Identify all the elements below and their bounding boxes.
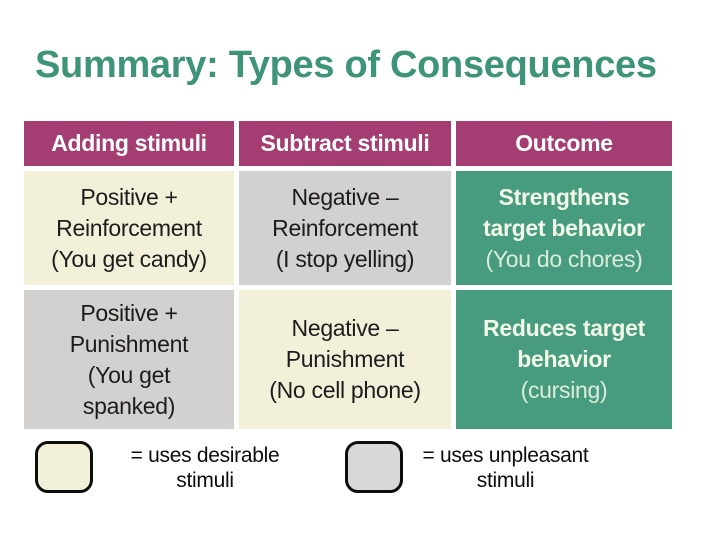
legend-line: = uses desirable xyxy=(130,444,280,467)
desirable-legend-label: = uses desirable stimuli xyxy=(110,443,300,493)
cell-line: (You get candy) xyxy=(51,245,207,272)
cell-line: Reinforcement xyxy=(56,214,202,241)
cell-negative-reinforcement: Negative – Reinforcement (I stop yelling… xyxy=(239,171,451,285)
slide-title: Summary: Types of Consequences xyxy=(35,44,657,86)
cell-line: Positive + xyxy=(80,299,178,326)
unpleasant-legend-label: = uses unpleasant stimuli xyxy=(408,443,603,493)
cell-line: Negative – xyxy=(291,183,399,210)
desirable-swatch xyxy=(35,441,93,493)
cell-line: Reinforcement xyxy=(272,214,418,241)
cell-note: (You do chores) xyxy=(485,245,643,272)
cell-line: (I stop yelling) xyxy=(275,245,415,272)
cell-line: target behavior xyxy=(483,214,645,241)
cell-outcome-strengthens: Strengthens target behavior (You do chor… xyxy=(456,171,672,285)
header-adding-stimuli: Adding stimuli xyxy=(24,121,234,166)
header-outcome: Outcome xyxy=(456,121,672,166)
legend-line: stimuli xyxy=(176,469,234,492)
header-label: Outcome xyxy=(515,130,613,156)
cell-line: Strengthens xyxy=(498,183,630,210)
legend-line: stimuli xyxy=(476,469,535,492)
header-label: Subtract stimuli xyxy=(260,130,430,156)
cell-line: Positive + xyxy=(80,183,178,210)
legend-line: = uses unpleasant xyxy=(422,444,589,467)
cell-positive-punishment: Positive + Punishment (You get spanked) xyxy=(24,290,234,429)
cell-positive-reinforcement: Positive + Reinforcement (You get candy) xyxy=(24,171,234,285)
cell-line: Punishment xyxy=(69,330,189,357)
cell-line: spanked) xyxy=(82,392,176,419)
cell-line: Punishment xyxy=(285,346,405,372)
cell-line: Reduces target xyxy=(483,315,645,341)
cell-negative-punishment: Negative – Punishment (No cell phone) xyxy=(239,290,451,429)
cell-line: (No cell phone) xyxy=(269,377,421,403)
header-label: Adding stimuli xyxy=(51,130,207,156)
cell-outcome-reduces: Reduces target behavior (cursing) xyxy=(456,290,672,429)
cell-line: behavior xyxy=(517,346,611,372)
unpleasant-swatch xyxy=(345,441,403,493)
cell-note: (cursing) xyxy=(520,377,608,403)
cell-line: (You get xyxy=(87,361,171,388)
consequences-table: Adding stimuli Subtract stimuli Outcome … xyxy=(24,121,672,429)
header-subtract-stimuli: Subtract stimuli xyxy=(239,121,451,166)
cell-line: Negative – xyxy=(291,315,399,341)
